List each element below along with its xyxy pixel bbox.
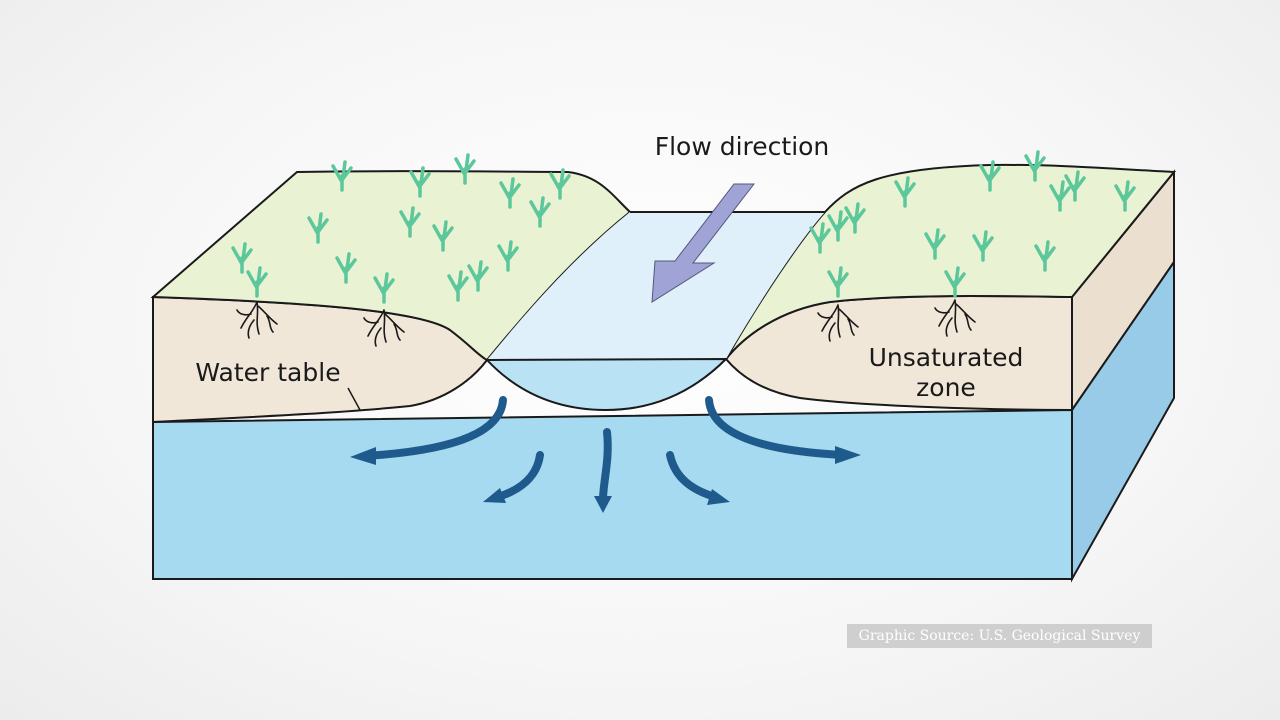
unsaturated-zone-label-line1: Unsaturated	[869, 343, 1024, 372]
grass-tuft	[549, 168, 571, 200]
grass-tuft	[447, 270, 469, 302]
seepage-arrowheads	[350, 446, 861, 513]
grass-tuft	[1024, 150, 1046, 182]
grass-tuft	[844, 202, 866, 234]
grass-tuft	[499, 177, 521, 209]
grass-tuft	[454, 153, 476, 185]
stream-channel	[484, 357, 729, 412]
grass-tuft	[331, 160, 353, 192]
root-cluster	[934, 299, 976, 337]
grass-tuft	[373, 272, 395, 304]
grass-tuft	[1114, 180, 1136, 212]
source-credit-badge: Graphic Source: U.S. Geological Survey	[847, 624, 1152, 648]
grass-tuft	[231, 242, 253, 274]
right-side-groundwater-face	[1071, 258, 1175, 583]
grass-tuft	[409, 166, 431, 198]
grass-tufts	[231, 150, 1136, 304]
grass-tuft	[979, 160, 1001, 192]
grass-tuft	[827, 210, 849, 242]
grass-tuft	[335, 252, 357, 284]
grass-tuft	[972, 230, 994, 262]
grass-tuft	[307, 212, 329, 244]
groundwater-front-face	[152, 408, 1073, 580]
root-cluster	[236, 301, 278, 339]
grass-tuft	[924, 228, 946, 260]
grass-tuft	[432, 220, 454, 252]
seepage-arrow-far-left	[361, 396, 507, 460]
root-cluster	[817, 304, 859, 342]
grass-tuft	[809, 222, 831, 254]
seepage-arrow-mid-left	[494, 451, 544, 501]
grass-tuft	[246, 266, 268, 298]
grass-tuft	[1034, 240, 1056, 272]
grass-tuft	[399, 206, 421, 238]
root-cluster	[363, 309, 405, 347]
seepage-arrow-far-right	[705, 396, 849, 459]
flow-direction-arrow	[651, 183, 756, 303]
grass-tuft	[1049, 180, 1071, 212]
seepage-arrow-mid-right	[666, 451, 719, 501]
right-grass-surface	[725, 163, 1177, 360]
unsaturated-zone-label-line2: zone	[916, 373, 976, 402]
grass-tuft	[497, 240, 519, 272]
grass-tuft	[1064, 170, 1086, 202]
grass-tuft	[529, 196, 551, 228]
flow-direction-label: Flow direction	[655, 132, 830, 161]
plant-roots	[236, 299, 976, 347]
water-table-leader-line	[347, 387, 361, 411]
water-table-label: Water table	[195, 358, 340, 387]
grass-tuft	[894, 176, 916, 208]
grass-tuft	[827, 266, 849, 298]
seepage-arrows	[361, 396, 849, 504]
grass-tuft	[467, 260, 489, 292]
seepage-arrow-down	[599, 428, 612, 504]
grass-tuft	[944, 266, 966, 298]
